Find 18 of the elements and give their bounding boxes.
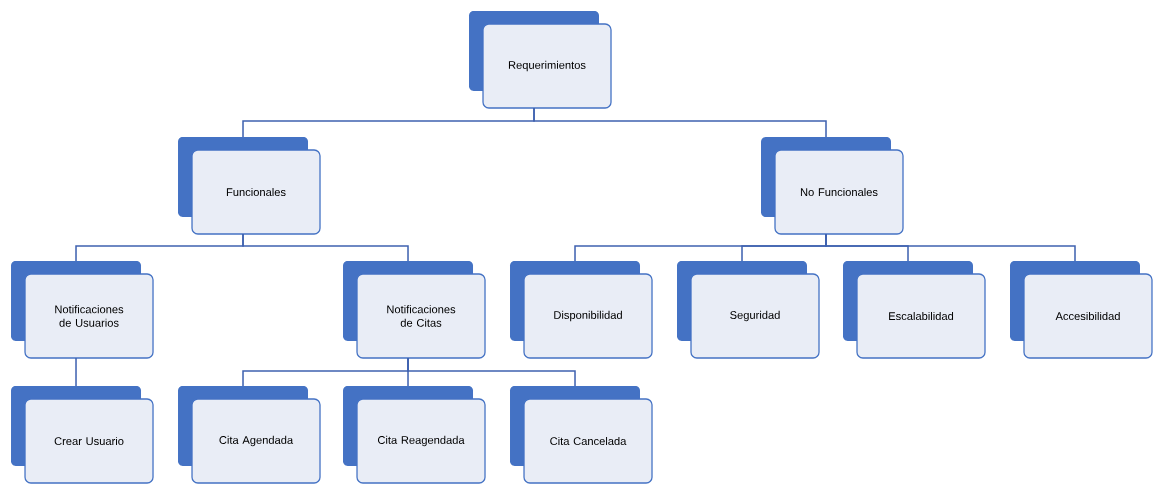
connector-line: [825, 233, 1076, 262]
org-chart-box: Seguridad: [677, 261, 820, 359]
org-chart-box: Notificaciones de Usuarios: [11, 261, 154, 359]
connector-line: [407, 357, 576, 387]
org-chart-box: Cita Reagendada: [343, 386, 486, 484]
org-chart-box: Accesibilidad: [1010, 261, 1153, 359]
org-chart-box: Notificaciones de Citas: [343, 261, 486, 359]
org-chart-box: Cita Agendada: [178, 386, 321, 484]
org-chart-box: Funcionales: [178, 137, 321, 235]
org-chart-box: Escalabilidad: [843, 261, 986, 359]
org-chart-box: Disponibilidad: [510, 261, 653, 359]
org-chart-box: Requerimientos: [469, 11, 612, 109]
org-chart-box: No Funcionales: [761, 137, 904, 235]
org-chart-box: Cita Cancelada: [510, 386, 653, 484]
connector-line: [242, 233, 409, 262]
org-chart-box: Crear Usuario: [11, 386, 154, 484]
connector-line: [533, 107, 827, 138]
connector-line: [75, 357, 77, 387]
